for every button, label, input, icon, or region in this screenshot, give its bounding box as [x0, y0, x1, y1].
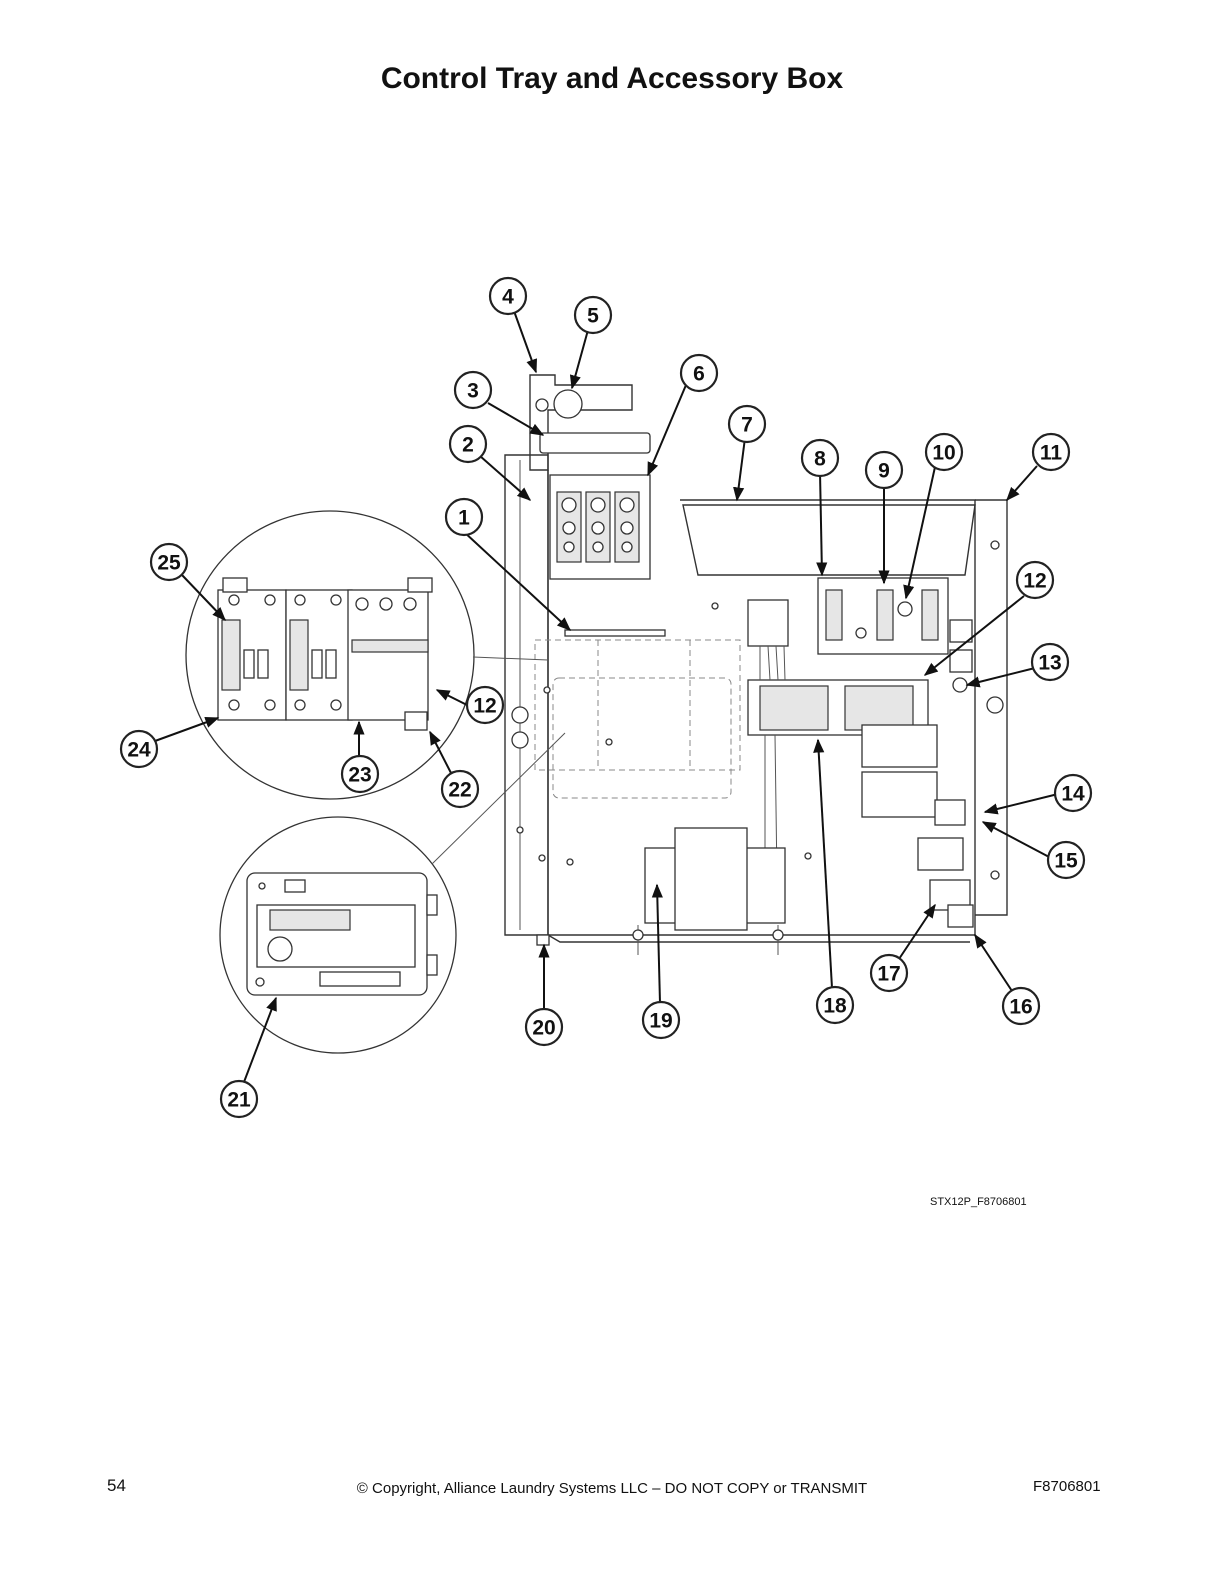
svg-text:24: 24: [127, 739, 151, 762]
callout-7: 7: [727, 404, 767, 444]
callout-20: 20: [524, 1007, 564, 1047]
callout-22: 22: [440, 769, 480, 809]
callout-23: 23: [340, 754, 380, 794]
leader-lines: [154, 310, 1059, 1083]
contactor-inset: [185, 510, 549, 800]
svg-text:1: 1: [458, 507, 470, 530]
callout-17: 17: [869, 953, 909, 993]
page-title: Control Tray and Accessory Box: [380, 62, 844, 95]
callout-19: 19: [641, 1000, 681, 1040]
callout-8: 8: [800, 438, 840, 478]
svg-text:16: 16: [1009, 996, 1032, 1019]
svg-text:22: 22: [448, 779, 471, 802]
control-module-inset: [219, 732, 566, 1054]
svg-text:12: 12: [473, 695, 496, 718]
callout-2: 2: [448, 424, 488, 464]
svg-text:4: 4: [502, 286, 514, 309]
callout-13: 13: [1030, 642, 1070, 682]
svg-text:6: 6: [693, 363, 705, 386]
callout-10: 10: [924, 432, 964, 472]
svg-text:23: 23: [348, 764, 371, 787]
callout-21: 21: [219, 1079, 259, 1119]
svg-text:20: 20: [532, 1017, 555, 1040]
svg-text:21: 21: [227, 1089, 251, 1112]
svg-text:19: 19: [649, 1010, 672, 1033]
page-number: 54: [107, 1476, 126, 1495]
copyright-notice: © Copyright, Alliance Laundry Systems LL…: [356, 1480, 868, 1497]
control-tray: [504, 374, 1008, 955]
svg-text:11: 11: [1040, 442, 1063, 465]
svg-text:10: 10: [932, 442, 955, 465]
svg-text:7: 7: [741, 414, 753, 437]
callout-14: 14: [1053, 773, 1093, 813]
document-code: F8706801: [1033, 1478, 1101, 1495]
callout-6: 6: [679, 353, 719, 393]
callout-5: 5: [573, 295, 613, 335]
svg-text:17: 17: [877, 963, 900, 986]
callout-9: 9: [864, 450, 904, 490]
callout-25: 25: [149, 542, 189, 582]
callout-18: 18: [815, 985, 855, 1025]
callout-24: 24: [119, 729, 159, 769]
callout-12: 12: [1015, 560, 1055, 600]
callout-3: 3: [453, 370, 493, 410]
svg-text:18: 18: [823, 995, 847, 1018]
svg-text:14: 14: [1061, 783, 1085, 806]
svg-text:3: 3: [467, 380, 479, 403]
callout-1: 1: [444, 497, 484, 537]
callout-16: 16: [1001, 986, 1041, 1026]
callout-12-inset: 12: [465, 685, 505, 725]
figure-id: STX12P_F8706801: [930, 1196, 1027, 1208]
svg-text:25: 25: [157, 552, 181, 575]
callout-15: 15: [1046, 840, 1086, 880]
svg-text:15: 15: [1054, 850, 1078, 873]
svg-text:9: 9: [878, 460, 890, 483]
svg-text:2: 2: [462, 434, 474, 457]
callout-11: 11: [1031, 432, 1071, 472]
svg-text:12: 12: [1023, 570, 1046, 593]
svg-text:5: 5: [587, 305, 599, 328]
callout-4: 4: [488, 276, 528, 316]
svg-text:13: 13: [1038, 652, 1061, 675]
svg-text:8: 8: [814, 448, 826, 471]
